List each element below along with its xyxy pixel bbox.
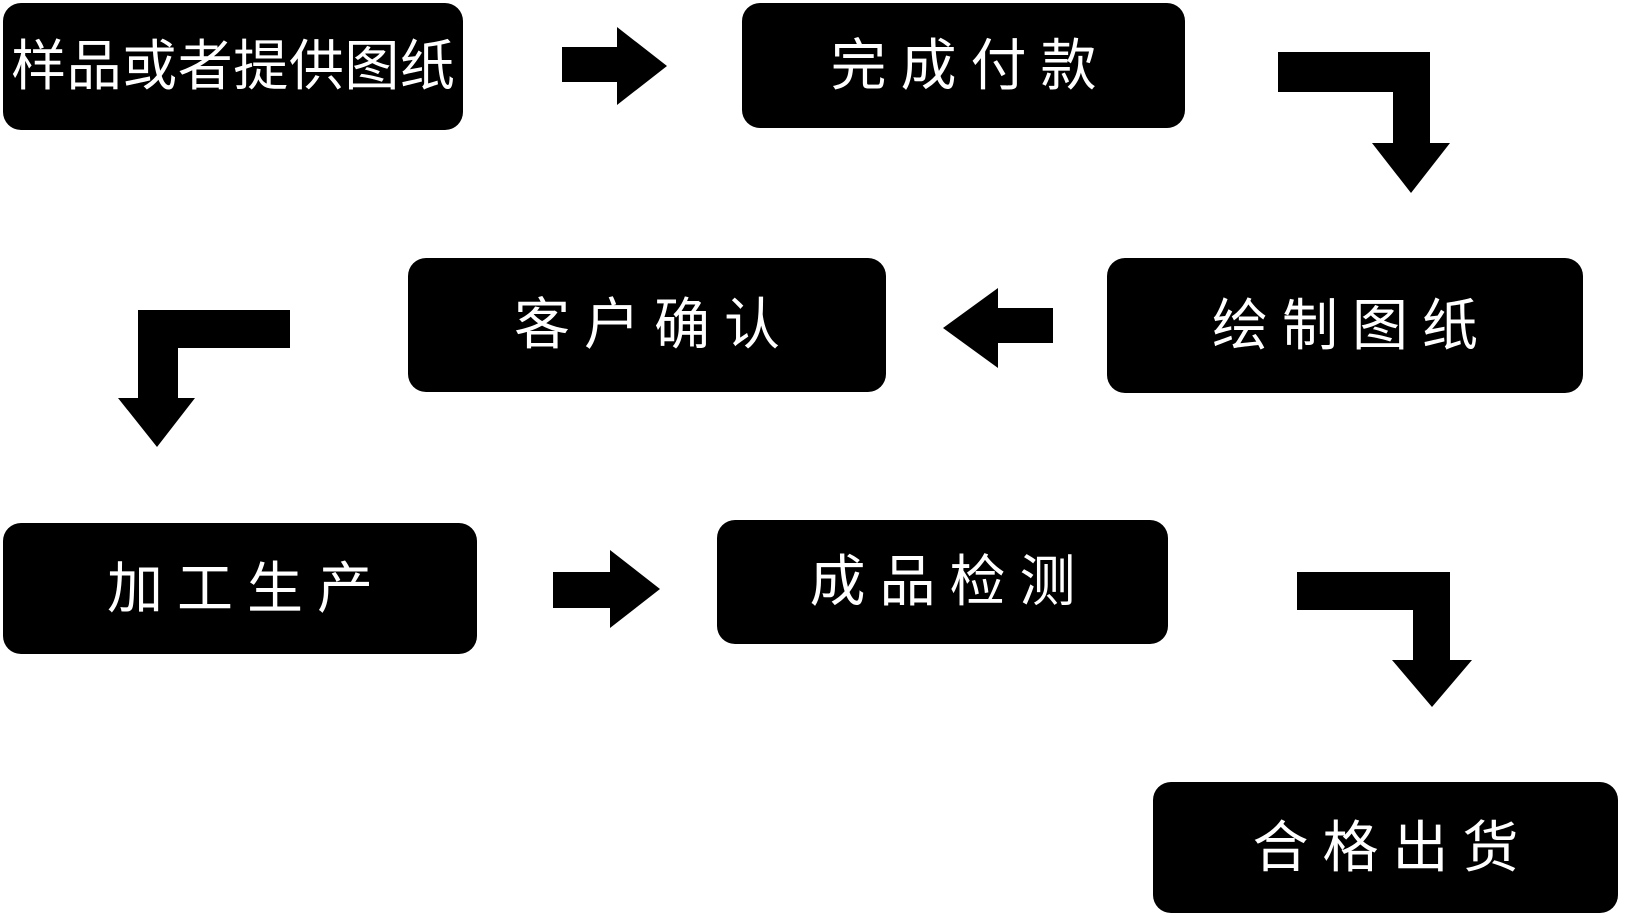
flow-node-label: 合格出货 — [1252, 815, 1533, 879]
flow-node-draw: 绘制图纸 — [1107, 258, 1583, 393]
flow-node-label: 完成付款 — [830, 33, 1111, 97]
flow-node-process: 加工生产 — [3, 523, 477, 654]
arrow-payment-to-draw — [1278, 52, 1450, 193]
flow-node-inspect: 成品检测 — [717, 520, 1168, 644]
flow-node-label: 成品检测 — [809, 550, 1090, 613]
arrow-draw-to-confirm — [943, 288, 1053, 368]
flow-node-label: 客户确认 — [514, 293, 794, 356]
flow-node-label: 加工生产 — [107, 556, 387, 620]
flow-node-ship: 合格出货 — [1153, 782, 1618, 913]
arrow-process-to-inspect — [553, 550, 660, 628]
arrow-sample-to-payment — [562, 27, 667, 105]
flow-node-sample: 样品或者提供图纸 — [3, 3, 463, 130]
flow-node-payment: 完成付款 — [742, 3, 1185, 128]
arrow-inspect-to-ship — [1297, 572, 1472, 707]
flow-node-confirm: 客户确认 — [408, 258, 886, 392]
flow-node-label: 样品或者提供图纸 — [11, 35, 456, 97]
flow-node-label: 绘制图纸 — [1212, 293, 1492, 357]
arrow-confirm-to-process — [118, 310, 290, 447]
